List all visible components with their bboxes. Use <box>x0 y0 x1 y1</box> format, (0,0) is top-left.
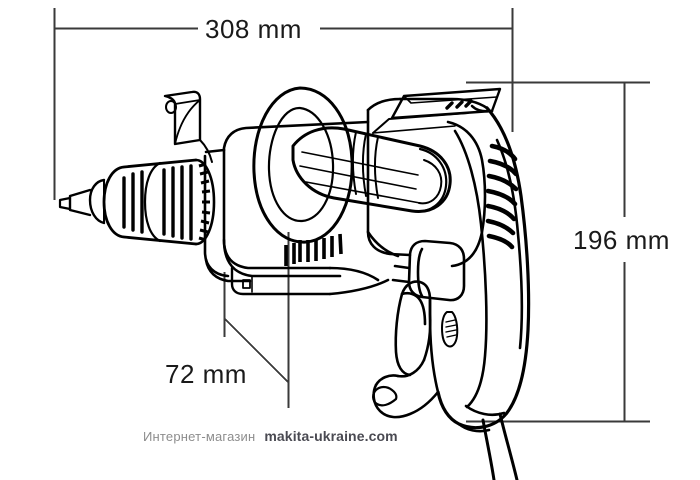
handle-finger-hook <box>372 358 440 419</box>
leader-line-depth <box>223 317 290 384</box>
dimension-label-width: 308 mm <box>205 14 302 44</box>
watermark: Интернет-магазин makita-ukraine.com <box>143 429 398 445</box>
keyless-chuck <box>58 158 216 246</box>
watermark-shop-text: Интернет-магазин <box>143 429 256 444</box>
forward-reverse-selector <box>391 239 466 302</box>
chuck-rear-ring <box>198 162 211 242</box>
side-handle-clamp-teeth <box>284 233 343 266</box>
chuck-grip-ribs <box>122 164 193 241</box>
motor-housing-vents <box>485 143 519 250</box>
housing-underside <box>328 230 400 296</box>
dimension-lines <box>53 8 650 423</box>
cord-strain-relief <box>457 404 506 433</box>
gear-case <box>203 120 370 283</box>
trigger-switch <box>394 280 432 377</box>
dimension-label-depth: 72 mm <box>165 359 247 389</box>
depth-stop-bracket <box>163 90 213 163</box>
drill-illustration <box>58 86 531 480</box>
lock-on-button <box>441 311 459 348</box>
gear-case-foot <box>230 266 332 296</box>
dimension-label-height: 196 mm <box>573 225 670 255</box>
watermark-site-text: makita-ukraine.com <box>264 428 398 444</box>
top-nameplate <box>372 87 502 134</box>
auxiliary-side-handle <box>252 86 452 244</box>
